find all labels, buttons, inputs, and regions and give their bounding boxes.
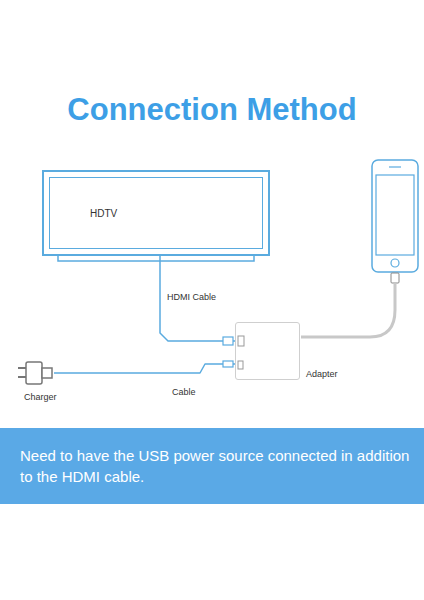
cable-label: HDMI Cable xyxy=(165,292,218,302)
cable-connector xyxy=(160,256,235,345)
node-label: Adapter xyxy=(306,369,338,379)
adapter-box: Adapter xyxy=(235,322,300,380)
node-label: HDTV xyxy=(90,208,117,219)
cable-connector xyxy=(54,361,235,373)
phone-illustration xyxy=(372,160,418,272)
charger-icon: Charger xyxy=(16,360,54,386)
cable-label: Cable xyxy=(170,387,198,397)
tv-screen: HDTV xyxy=(42,170,270,256)
node-label: Need to have the USB power source connec… xyxy=(20,445,410,487)
node-label: Charger xyxy=(24,392,57,402)
adapter-body xyxy=(235,322,300,380)
note-band: Need to have the USB power source connec… xyxy=(0,428,424,504)
title: Connection Method xyxy=(0,92,424,128)
lightning-cable xyxy=(301,273,399,337)
